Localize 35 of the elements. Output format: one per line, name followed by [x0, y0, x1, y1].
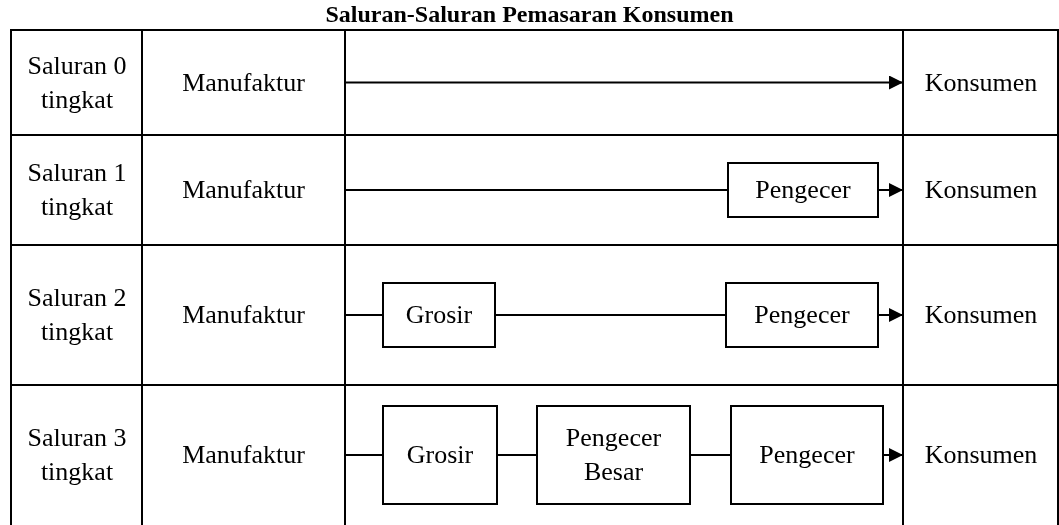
- channel-box: [382, 282, 496, 348]
- row-label: Saluran 0 tingkat: [26, 49, 128, 116]
- connector-line: [495, 314, 726, 316]
- node-text: Konsumen: [924, 174, 1038, 206]
- channel-box: [725, 282, 879, 348]
- node-text: Pengecer Besar: [564, 422, 663, 488]
- node-text: Konsumen: [924, 66, 1038, 99]
- channel-box: [382, 405, 498, 505]
- arrow: [878, 183, 904, 197]
- arrow: [878, 308, 904, 322]
- channel-box: [727, 162, 879, 218]
- row-label: Saluran 3 tingkat: [26, 422, 128, 488]
- node-text: Pengecer: [753, 299, 851, 331]
- arrow: [883, 448, 904, 462]
- channel-box: [536, 405, 691, 505]
- diagram-title: Saluran-Saluran Pemasaran Konsumen: [324, 0, 735, 28]
- connector-line: [344, 454, 383, 456]
- node-text: Manufaktur: [182, 66, 305, 99]
- node-text: Pengecer: [754, 174, 852, 206]
- node-text: Manufaktur: [182, 439, 305, 471]
- connector-line: [497, 454, 537, 456]
- row-label: Saluran 1 tingkat: [26, 157, 128, 223]
- node-text: Konsumen: [924, 439, 1038, 471]
- row-label: Saluran 2 tingkat: [26, 282, 128, 348]
- node-text: Pengecer: [758, 439, 856, 471]
- channel-box: [730, 405, 884, 505]
- connector-line: [344, 314, 383, 316]
- node-text: Grosir: [404, 299, 474, 331]
- node-text: Manufaktur: [182, 299, 305, 331]
- arrow: [344, 75, 904, 90]
- node-text: Manufaktur: [182, 174, 305, 206]
- connector-line: [690, 454, 731, 456]
- node-text: Grosir: [405, 439, 475, 471]
- node-text: Konsumen: [924, 299, 1038, 331]
- connector-line: [344, 189, 728, 191]
